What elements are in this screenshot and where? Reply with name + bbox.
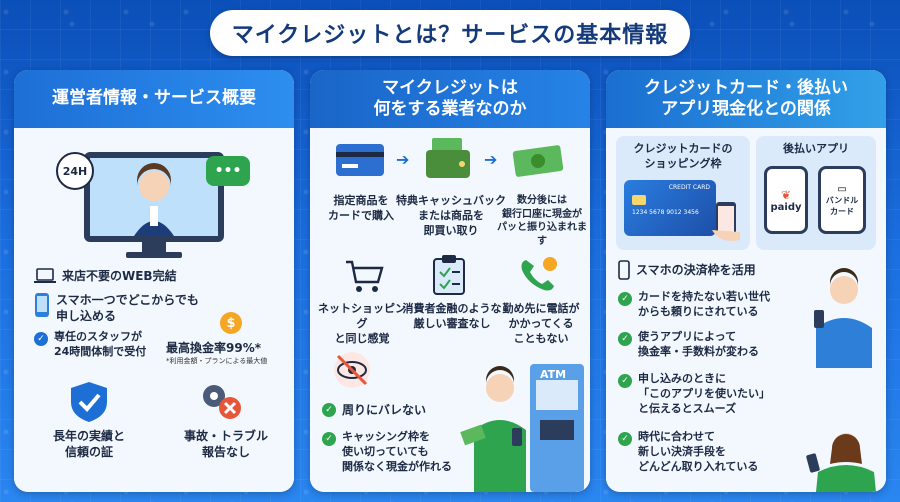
check-not-noticed: ✓ 周りにバレない (322, 402, 426, 418)
relation-check-2-text: 使うアプリによって 換金率・手数料が変わる (638, 330, 759, 358)
step1-text: 指定商品を カードで購入 (328, 194, 394, 222)
max-rate-note: *利用金額・プランによる最大値 (166, 357, 268, 366)
gear-x-icon (203, 385, 241, 419)
check-icon: ✓ (618, 374, 632, 388)
bnpl-app-box: 後払いアプリ ❦ paidy ▭ バンドル カード (756, 136, 876, 250)
lead-text: スマホの決済枠を活用 (636, 262, 756, 277)
hand-phone-icon (712, 202, 740, 241)
atm-label: ATM (540, 368, 567, 381)
person-atm-illustration (460, 364, 584, 492)
panel2-body: ➔ ➔ 指定商品を カードで購入 特典キャッシュバック または商品を 即買い取り… (310, 128, 590, 492)
max-rate-text: 最高換金率99%* (166, 341, 261, 355)
panel3-heading: クレジットカード・後払い アプリ現金化との関係 (606, 70, 886, 128)
man-with-phone-illustration (814, 268, 872, 368)
credit-card-box: クレジットカードの ショッピング枠 CREDIT CARD 1234 5678 … (616, 136, 750, 250)
bandle-card-label: バンドル カード (825, 195, 859, 216)
row2-text-1: ネットショッピング と同じ感覚 (318, 302, 406, 345)
panel-relation: クレジットカード・後払い アプリ現金化との関係 クレジットカードの ショッピング… (606, 70, 886, 492)
feature-web-text: 来店不要のWEB完結 (62, 269, 177, 283)
check-not-noticed-text: 周りにバレない (342, 403, 427, 417)
chat-dots: ••• (214, 163, 242, 179)
24h-clock-icon: 24H (56, 152, 94, 190)
bandle-card-app: ▭ バンドル カード (818, 166, 866, 234)
relation-check-1: ✓ カードを持たない若い世代 からも頼りにされている (618, 290, 770, 320)
panel1-heading: 運営者情報・サービス概要 (14, 70, 294, 128)
check-cashing-text: キャッシング枠を 使い切っていても 関係なく現金が作れる (342, 430, 452, 473)
card-label: CREDIT CARD (668, 184, 710, 191)
shield-check-icon (71, 382, 107, 422)
panel2-heading: マイクレジットは 何をする業者なのか (310, 70, 590, 128)
feature-staff: ✓ 専任のスタッフが 24時間体制で受付 (34, 330, 146, 360)
max-rate: 最高換金率99%* *利用金額・プランによる最大値 (166, 340, 292, 366)
check-icon: ✓ (322, 432, 336, 446)
relation-check-1-text: カードを持たない若い世代 からも頼りにされている (638, 290, 770, 318)
credit-card-icon (336, 144, 384, 176)
operator-monitor-illustration (84, 152, 224, 258)
shopping-cart-icon (346, 260, 384, 292)
laptop-icon (34, 268, 56, 284)
feature-staff-text: 専任のスタッフが 24時間体制で受付 (54, 330, 147, 358)
title-banner: マイクレジットとは？サービスの基本情報 (210, 10, 690, 56)
feature-web: 来店不要のWEB完結 (34, 268, 177, 284)
step2-text: 特典キャッシュバック または商品を 即買い取り (396, 194, 506, 237)
relation-check-4: ✓ 時代に合わせて 新しい決済手段を どんどん取り入れている (618, 430, 758, 475)
24h-label: 24H (62, 164, 88, 178)
card-number: 1234 5678 9012 3456 (632, 209, 699, 216)
feature-smartphone-text: スマホ一つでどこからでも 申し込める (56, 293, 199, 324)
paidy-label: paidy (770, 201, 802, 213)
page-title: マイクレジットとは？サービスの基本情報 (231, 23, 669, 48)
step3-text: 数分後には 銀行口座に現金が パッと振り込まれます (497, 195, 587, 247)
relation-check-3: ✓ 申し込みのときに 「このアプリを使いたい」 と伝えるとスムーズ (618, 372, 770, 417)
arrow-icon: ➔ (484, 150, 498, 169)
relation-check-3-text: 申し込みのときに 「このアプリを使いたい」 と伝えるとスムーズ (638, 372, 770, 415)
track-record-text: 長年の実績と 信頼の証 (52, 429, 125, 460)
clipboard-icon (433, 255, 465, 295)
coin-icon: $ (220, 312, 242, 334)
feature-smartphone: スマホ一つでどこからでも 申し込める (34, 292, 199, 324)
check-icon: ✓ (34, 332, 48, 346)
row2-text-2: 消費者金融のような 厳しい審査なし (402, 302, 502, 330)
phone-icon (521, 257, 557, 291)
check-icon: ✓ (618, 292, 632, 306)
no-trouble-text: 事故・トラブル 報告なし (183, 429, 268, 460)
card-chip (632, 195, 646, 205)
smartphone-icon (35, 293, 49, 317)
relation-check-2: ✓ 使うアプリによって 換金率・手数料が変わる (618, 330, 759, 360)
check-icon: ✓ (618, 432, 632, 446)
check-cashing: ✓ キャッシング枠を 使い切っていても 関係なく現金が作れる (322, 430, 452, 475)
bnpl-app-box-title: 後払いアプリ (783, 142, 849, 155)
credit-card-icon: CREDIT CARD 1234 5678 9012 3456 (624, 180, 716, 236)
wallet-cash-icon (426, 138, 470, 178)
panel3-body: クレジットカードの ショッピング枠 CREDIT CARD 1234 5678 … (606, 128, 886, 492)
lead-line: スマホの決済枠を活用 (618, 260, 756, 280)
panel-operator-info: 運営者情報・サービス概要 24H ••• 来店不要のWEB完結 (14, 70, 294, 492)
smartphone-icon (618, 260, 630, 280)
credit-card-box-title: クレジットカードの ショッピング枠 (633, 142, 733, 170)
paidy-logo-icon: ❦ (780, 187, 792, 202)
woman-with-phone-illustration (806, 433, 876, 492)
check-icon: ✓ (618, 332, 632, 346)
panel-business: マイクレジットは 何をする業者なのか ➔ ➔ 指定商品を カードで購入 特典キャ… (310, 70, 590, 492)
check-icon: ✓ (322, 403, 336, 418)
relation-check-4-text: 時代に合わせて 新しい決済手段を どんどん取り入れている (638, 430, 759, 473)
cash-icon (512, 145, 564, 177)
chat-bubble-icon: ••• (206, 156, 250, 186)
panel1-body: 24H ••• 来店不要のWEB完結 スマホ一つでどこからでも 申し込める ✓ … (14, 128, 294, 492)
eye-slash-icon (334, 352, 370, 388)
row2-text-3: 勤め先に電話が かかってくる こともない (502, 302, 580, 345)
arrow-icon: ➔ (396, 150, 410, 169)
paidy-app: ❦ paidy (764, 166, 808, 234)
bandle-card-icon: ▭ (837, 183, 847, 195)
